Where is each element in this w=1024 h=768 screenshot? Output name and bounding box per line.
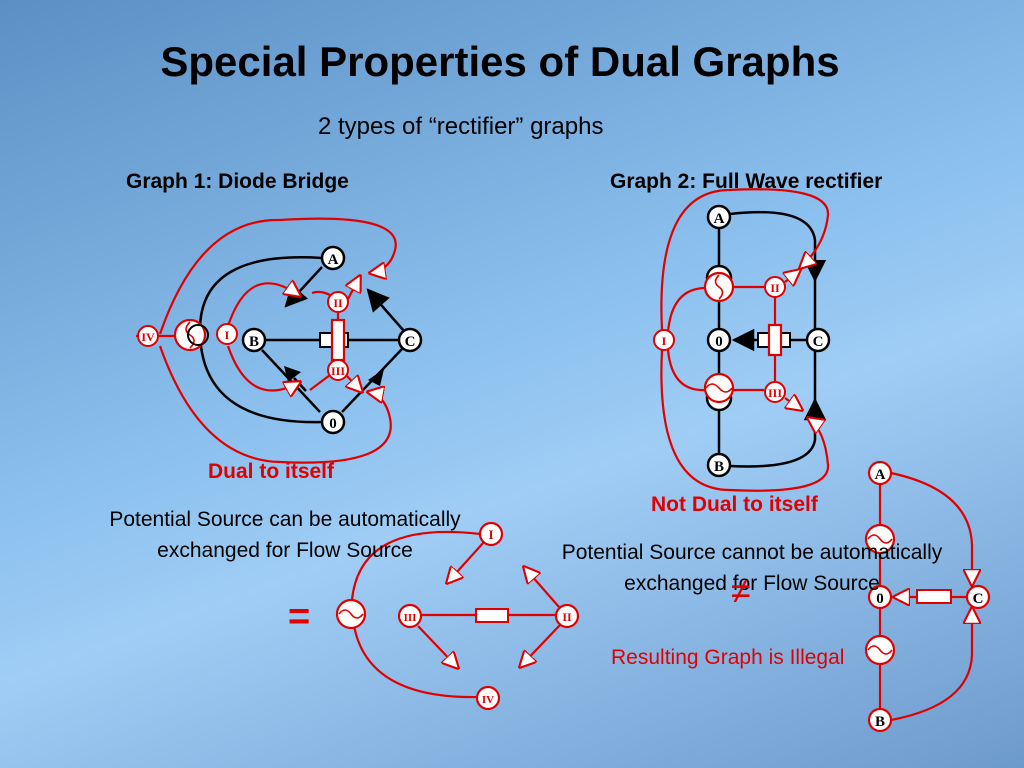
dual-graph1: I III II IV <box>335 521 580 711</box>
g2-dual-node-iii: III <box>764 381 786 403</box>
g2-dual-node-i-label: I <box>662 334 667 348</box>
dg1-node-i-label: I <box>488 527 493 542</box>
g1-dual-ii-a <box>311 290 331 296</box>
graph2-result-note: Resulting Graph is Illegal <box>611 646 845 669</box>
g1-node-b: B <box>241 327 267 353</box>
g1-dual-iv-top <box>158 217 397 335</box>
graph1-heading: Graph 1: Diode Bridge <box>126 170 349 193</box>
g2-node-a: A <box>706 204 732 230</box>
dg2-node-a-label: A <box>875 467 886 483</box>
graph2-caption: Not Dual to itself <box>651 493 818 516</box>
g1-arrow-c-0 <box>368 369 384 386</box>
dg1-node-iv-label: IV <box>482 694 494 706</box>
g1-node-c-label: C <box>405 334 416 350</box>
g1-edge-a-b <box>284 266 323 308</box>
g1-dual-i-ii <box>226 283 300 327</box>
g2-node-b: B <box>706 452 732 478</box>
g2-dual-i-bottom <box>660 349 830 492</box>
dg1-edge-iii-iv <box>417 625 458 668</box>
dg1-node-ii-label: II <box>562 610 572 624</box>
g2-dual-resistor <box>767 323 783 357</box>
g2-dual-iii-c <box>785 398 802 410</box>
g1-source-black-icon <box>187 324 209 346</box>
dg2-edge-a-c <box>890 471 972 585</box>
g1-dual-iii-b <box>309 374 331 391</box>
g2-dual-i-source-bottom <box>666 349 707 392</box>
not-equal-symbol: ≠ <box>731 570 751 611</box>
g1-node-0: 0 <box>320 409 346 435</box>
dg2-node-c: C <box>965 584 991 610</box>
dg2-resistor <box>916 589 952 604</box>
graph2-full-wave-rectifier: A 0 C B I II III <box>653 188 831 492</box>
dg1-edge-ii-iv <box>520 624 561 667</box>
g2-dual-i-source-top <box>666 286 707 333</box>
g1-dual-resistor <box>330 318 346 362</box>
g2-dual-ii-c <box>785 270 800 282</box>
g2-dual-node-i: I <box>653 329 675 351</box>
dg2-node-a: A <box>867 460 893 486</box>
g2-dual-node-iii-label: III <box>768 386 782 400</box>
g1-dual-ii-c <box>347 276 360 302</box>
graph2-heading: Graph 2: Full Wave rectifier <box>610 170 883 193</box>
g1-dual-node-iv: IV <box>137 325 159 347</box>
g1-dual-iv-bottom <box>158 345 392 464</box>
g1-dual-node-ii: II <box>327 291 349 313</box>
g1-edge-b-0 <box>261 349 321 413</box>
dg2-node-0: 0 <box>867 584 893 610</box>
dg1-node-ii: II <box>554 603 580 629</box>
slide-subtitle: 2 types of “rectifier” graphs <box>318 113 604 140</box>
g1-dual-node-iii-label: III <box>331 364 345 378</box>
dg2-node-b: B <box>867 707 893 733</box>
g2-node-b-label: B <box>714 459 724 475</box>
dg2-edge-b-c <box>890 608 972 722</box>
dg1-node-iv: IV <box>475 685 501 711</box>
dg2-node-b-label: B <box>875 714 885 730</box>
dg1-node-i: I <box>478 521 504 547</box>
g1-node-a-label: A <box>328 252 339 268</box>
g1-edge-c-a <box>366 288 405 332</box>
g1-node-a: A <box>320 245 346 271</box>
g1-node-b-label: B <box>249 334 259 350</box>
g1-node-c: C <box>397 327 423 353</box>
slide-title: Special Properties of Dual Graphs <box>160 38 840 85</box>
dual-graph2: A 0 C B <box>864 460 991 733</box>
g2-dual-node-ii: II <box>764 276 786 298</box>
g1-dual-node-iv-label: IV <box>141 330 155 344</box>
dg1-edge-i-iii <box>447 541 485 583</box>
g2-dual-node-ii-label: II <box>770 281 780 295</box>
graph1-caption: Dual to itself <box>208 460 335 483</box>
g1-dual-i-iii <box>226 345 300 391</box>
g1-arrow-0-b <box>284 366 301 382</box>
g1-dual-node-i: I <box>216 323 238 345</box>
g2-node-a-label: A <box>714 211 725 227</box>
g1-dual-node-ii-label: II <box>333 296 343 310</box>
g1-dual-node-iii: III <box>327 359 349 381</box>
g1-dual-iii-c <box>347 376 362 392</box>
g2-node-0: 0 <box>706 327 732 353</box>
dg2-node-c-label: C <box>973 591 984 607</box>
g2-dual-i-top <box>660 188 830 331</box>
g2-node-c: C <box>805 327 831 353</box>
g2-edge-a-c <box>729 210 827 283</box>
g2-node-c-label: C <box>813 334 824 350</box>
dg1-node-iii: III <box>397 603 423 629</box>
dg1-resistor <box>475 608 509 623</box>
dg2-node-0-label: 0 <box>876 591 884 607</box>
dg1-edge-ii-i <box>524 567 560 608</box>
graph1-diode-bridge: A B C 0 IV I II III <box>136 217 423 464</box>
dg1-node-iii-label: III <box>404 612 417 624</box>
graph1-description: Potential Source can be automatically ex… <box>109 508 461 562</box>
g2-node-0-label: 0 <box>715 334 723 350</box>
g1-dual-node-i-label: I <box>225 328 230 342</box>
equals-symbol: = <box>288 596 311 638</box>
g1-node-0-label: 0 <box>329 416 337 432</box>
graph2-description: Potential Source cannot be automatically… <box>561 541 943 595</box>
g2-edge-b-c <box>729 397 827 468</box>
